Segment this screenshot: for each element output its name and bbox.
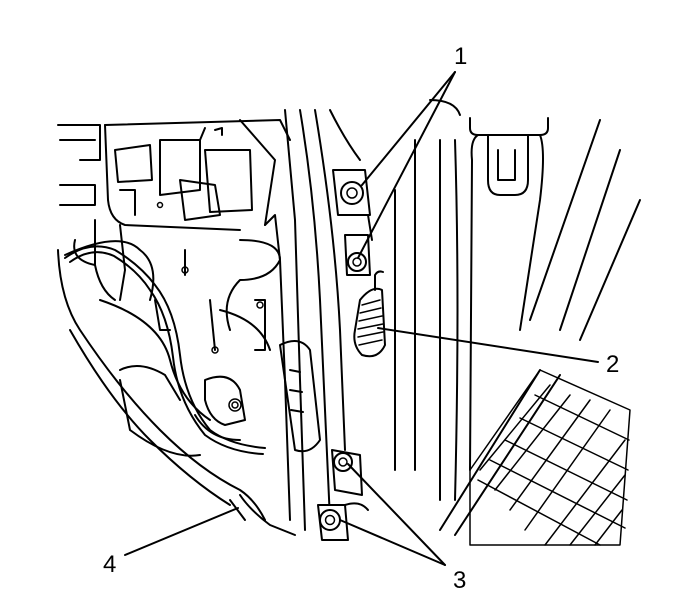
callout-2: 2 [606,351,619,378]
floor-mesh [439,369,631,546]
leader-4 [124,507,239,556]
body-pillar [394,99,641,501]
leader-3b [339,519,446,566]
leader-lines [124,71,599,566]
leader-3a [347,463,446,566]
upper-hinge-bolt-2 [347,252,367,272]
lower-hinge-bolt-1 [333,452,353,472]
door-shut-face [229,109,361,536]
callout-1: 1 [454,43,467,70]
lower-hinge-bolt-2 [319,509,341,531]
callout-4: 4 [103,551,116,578]
upper-hinge [332,169,373,276]
upper-hinge-bolt-1 [340,181,364,205]
callout-3: 3 [453,567,466,594]
lower-hinge [317,449,369,541]
wiring-harness [64,245,266,455]
wiring-boot [353,270,386,358]
leader-2 [377,327,599,363]
leader-1b [357,71,456,259]
leader-1a [361,71,456,186]
callout-labels: 1 2 3 4 [103,43,619,594]
door-inner-panel [57,119,291,521]
